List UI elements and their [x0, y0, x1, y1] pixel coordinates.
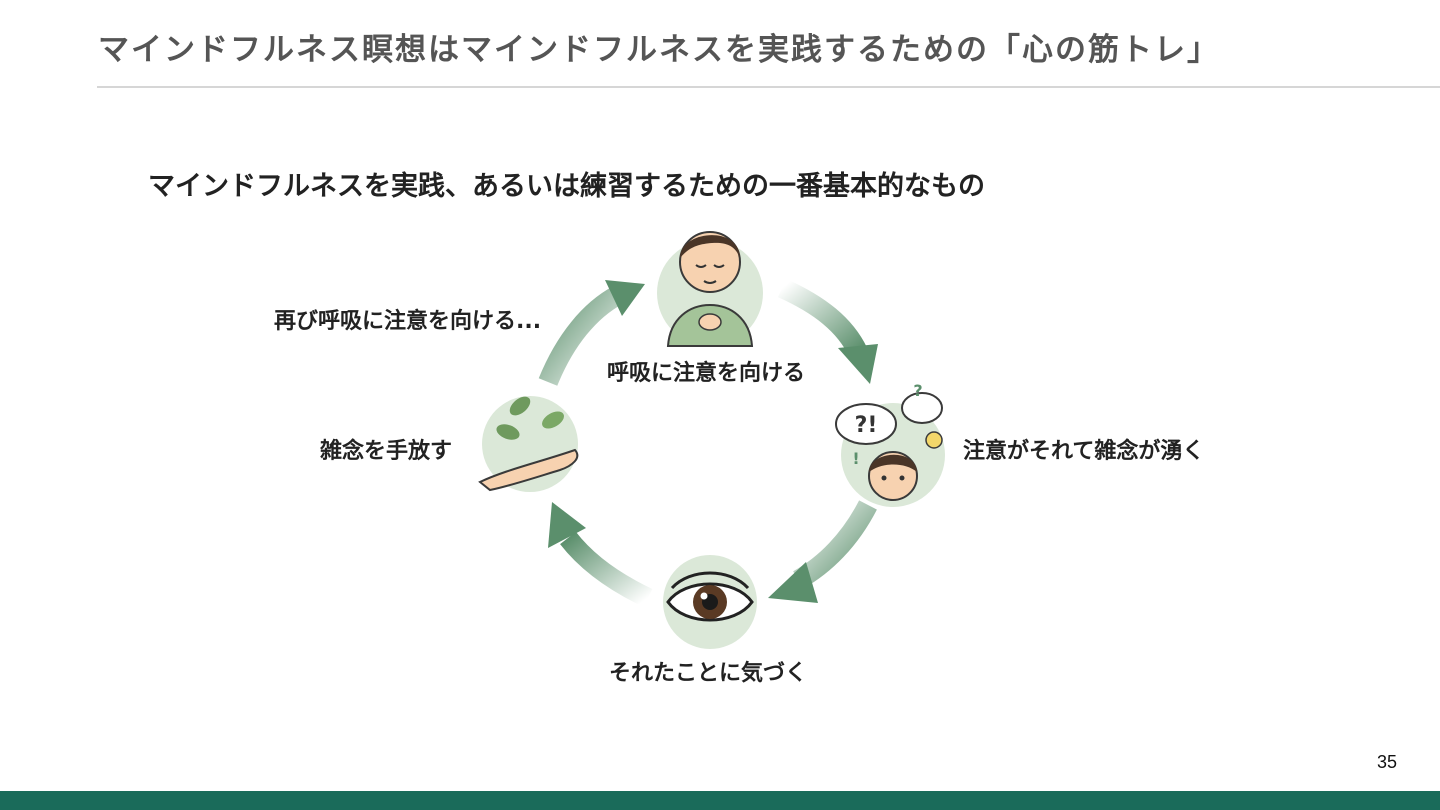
arrow-right-to-bottom	[768, 500, 877, 603]
arrow-bottom-to-left	[548, 502, 653, 608]
step-label-noticing: それたことに気づく	[609, 661, 808, 686]
arrow-left-to-top	[538, 280, 645, 386]
step-label-distracted: 注意がそれて雑念が湧く	[963, 439, 1205, 464]
page-number: 35	[1376, 752, 1397, 772]
diagram-heading: マインドフルネスを実践、あるいは練習するための一番基本的なもの	[148, 171, 985, 202]
step-label-breathing: 呼吸に注意を向ける	[607, 361, 806, 386]
distracted-thoughts-icon	[835, 392, 945, 507]
footer-bar	[0, 791, 1440, 810]
title-divider	[97, 86, 1440, 88]
thought-mark-question: ?	[913, 381, 922, 400]
hand-releasing-leaves-icon	[478, 396, 579, 492]
slide-title: マインドフルネス瞑想はマインドフルネスを実践するための「心の筋トレ」	[98, 32, 1220, 68]
return-label: 再び呼吸に注意を向ける...	[274, 309, 542, 334]
arrow-top-to-right	[777, 278, 878, 384]
eye-icon	[663, 555, 757, 649]
step-label-letting-go: 雑念を手放す	[320, 439, 453, 464]
thought-mark-exclamation: !	[852, 449, 859, 468]
thought-mark-main: ?!	[855, 413, 878, 438]
man-breathing-icon	[657, 231, 763, 347]
